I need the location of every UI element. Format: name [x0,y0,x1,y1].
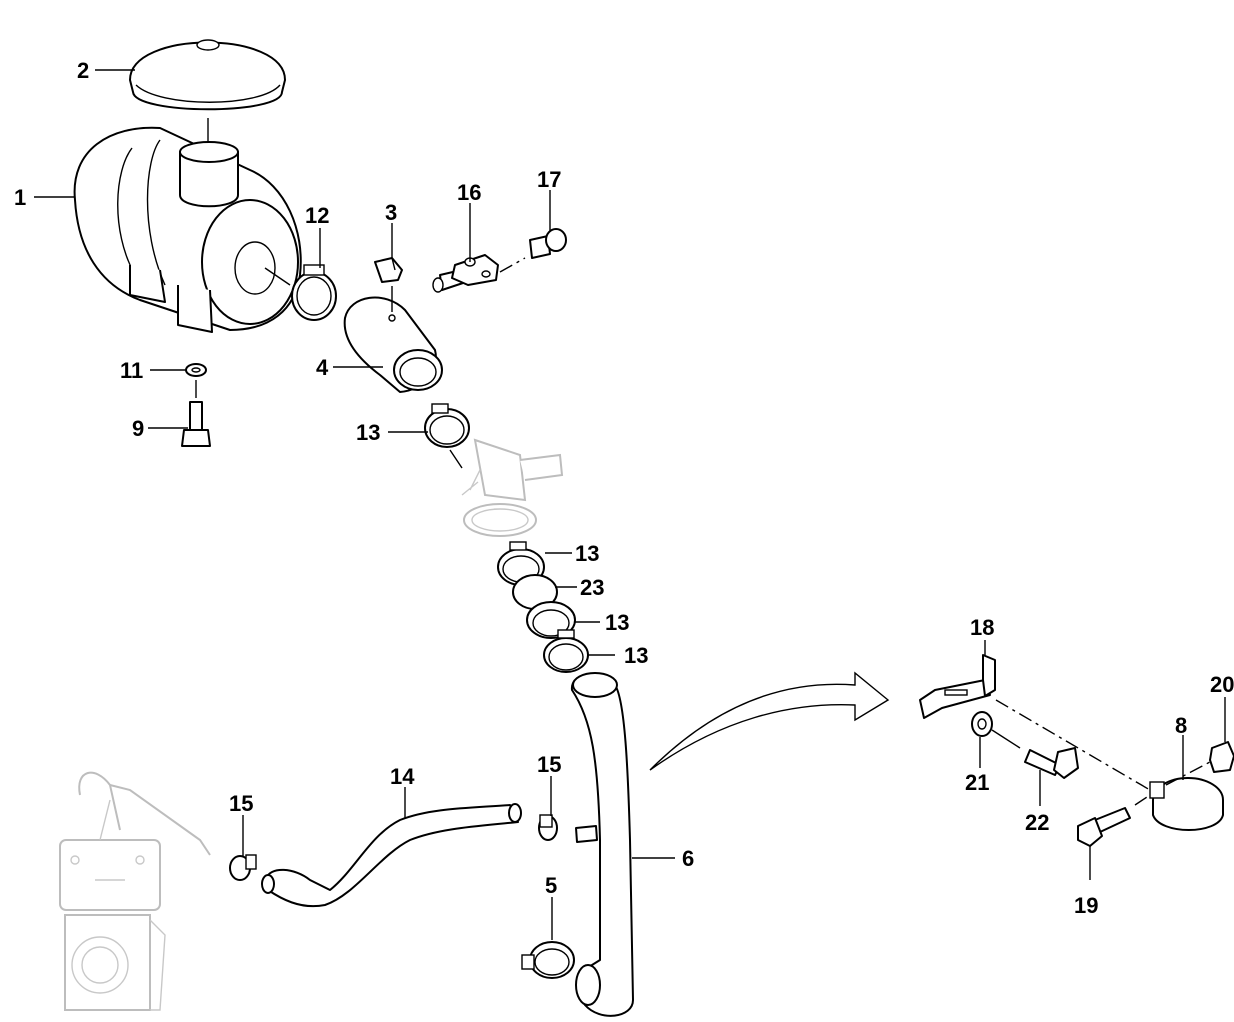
nut-20 [1209,741,1234,773]
callout-2: 2 [77,58,89,83]
callout-21: 21 [965,770,989,795]
callout-1: 1 [14,185,26,210]
detail-arrow [649,671,890,771]
callout-3: 3 [385,200,397,225]
callout-15-right: 15 [537,752,561,777]
hose-clamp-13-upper [424,403,470,448]
washer-21 [971,711,993,737]
callout-19: 19 [1074,893,1098,918]
intake-valve-ghost [461,438,564,537]
callout-14: 14 [390,764,415,789]
callout-12: 13 [605,610,629,635]
callout-13-upper: 13 [356,420,380,445]
hose-clamp-11 [291,264,337,321]
callout-17: 17 [537,167,561,192]
screw-17 [529,228,567,259]
bolt-22 [1024,747,1079,779]
compressor-ghost [59,771,211,1011]
callout-6: 6 [682,846,694,871]
hose-clamp-15-left [229,854,257,881]
callout-5: 5 [545,873,557,898]
washer-10 [185,363,207,377]
callout-8: 8 [1175,713,1187,738]
plug-3 [374,257,403,283]
elbow-hose-4 [343,296,443,393]
bolt-19 [1077,807,1131,847]
bolt-9 [181,401,211,447]
hose-clamp-15-right [538,814,558,841]
callout-18: 18 [970,615,994,640]
bracket-18 [919,654,996,719]
callout-23: 23 [580,575,604,600]
clamp-8 [1149,777,1224,831]
callout-9: 9 [132,416,144,441]
hose-clamp-13-b [543,629,589,673]
callout-15-left: 15 [229,791,253,816]
hose-clamp-5 [521,941,575,979]
hose-14 [261,803,522,908]
callout-16: 16 [457,180,481,205]
air-filter-housing [73,126,302,333]
callout-22: 22 [1025,810,1049,835]
callout-10: 11 [120,358,143,383]
leader-lines [34,69,1226,940]
callout-labels: 2 1 12 3 16 17 11 9 4 13 13 23 13 13 14 … [14,58,1234,918]
callout-13-a: 13 [575,541,599,566]
air-filter-cover [129,39,286,111]
callout-4: 4 [316,355,329,380]
sensor-16 [432,254,499,293]
callout-13-b: 13 [624,643,648,668]
callout-11: 12 [305,203,329,228]
callout-20: 20 [1210,672,1234,697]
intake-pipe-6 [570,672,634,1017]
